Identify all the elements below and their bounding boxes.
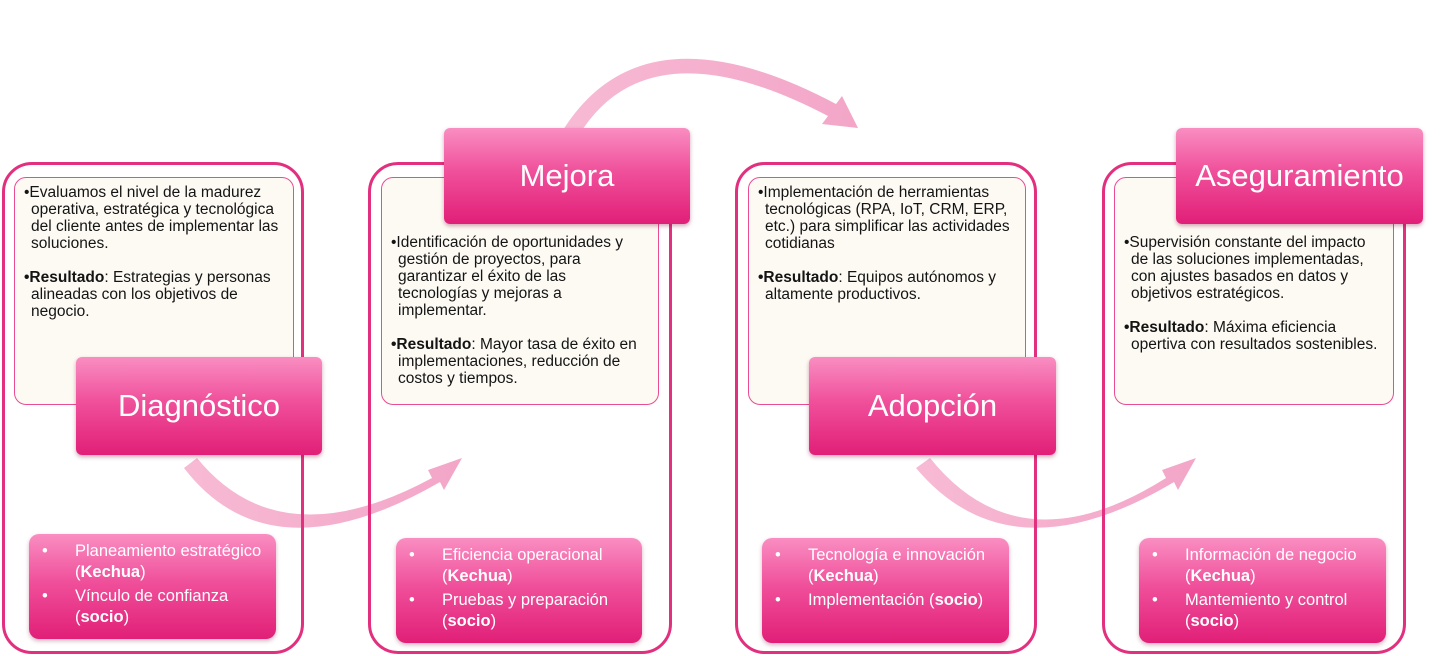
deliverable-text: Información de negocio ( — [1185, 546, 1357, 585]
result-text: : Estrategias y personas alineadas con l… — [31, 269, 271, 320]
stage-title: Diagnóstico — [76, 357, 322, 455]
deliverable-owner: socio — [447, 612, 491, 630]
deliverable-item: Planeamiento estratégico (Kechua) — [37, 541, 268, 583]
stage-title: Adopción — [809, 357, 1056, 455]
deliverable-item: Pruebas y preparación (socio) — [404, 590, 634, 632]
result-paragraph: •Resultado: Máxima eficiencia opertiva c… — [1123, 319, 1383, 353]
result-text: : Equipos autónomos y altamente producti… — [765, 269, 997, 303]
deliverable-text: Implementación ( — [808, 591, 935, 609]
deliverable-item: Información de negocio (Kechua) — [1147, 545, 1378, 587]
deliverable-close: ) — [1233, 612, 1240, 630]
deliverable-close: ) — [490, 612, 497, 630]
deliverable-owner: Kechua — [1190, 567, 1251, 585]
deliverable-text: Vínculo de confianza ( — [75, 587, 229, 626]
result-paragraph: •Resultado: Estrategias y personas aline… — [23, 269, 283, 320]
deliverable-close: ) — [1250, 567, 1256, 585]
stage-deliverables: Tecnología e innovación (Kechua) Impleme… — [762, 538, 1009, 643]
arrow-mejora-to-adopcion — [560, 58, 858, 140]
result-paragraph: •Resultado: Equipos autónomos y altament… — [757, 269, 1015, 303]
deliverable-close: ) — [140, 563, 146, 581]
stage-title: Mejora — [444, 128, 690, 224]
deliverable-text: Pruebas y preparación ( — [442, 591, 609, 630]
stage-title: Aseguramiento — [1176, 128, 1423, 224]
deliverable-item: Vínculo de confianza (socio) — [37, 586, 268, 628]
arrow-adopcion-to-aseguramiento — [916, 458, 1196, 528]
deliverable-item: Implementación (socio) — [770, 590, 1001, 611]
stage-deliverables: Planeamiento estratégico (Kechua) Víncul… — [29, 534, 276, 639]
deliverable-item: Eficiencia operacional (Kechua) — [404, 545, 634, 587]
result-label: •Resultado — [1124, 319, 1205, 336]
deliverable-item: Tecnología e innovación (Kechua) — [770, 545, 1001, 587]
deliverable-close: ) — [977, 591, 984, 609]
deliverable-close: ) — [123, 608, 130, 626]
arrow-diagnostico-to-mejora — [184, 458, 462, 528]
deliverable-owner: socio — [934, 591, 978, 609]
deliverable-text: Planeamiento estratégico ( — [75, 542, 262, 581]
deliverable-owner: Kechua — [80, 563, 141, 581]
deliverable-owner: Kechua — [447, 567, 508, 585]
result-label: •Resultado — [24, 269, 105, 286]
deliverable-owner: socio — [1190, 612, 1234, 630]
deliverable-text: Mantemiento y control ( — [1185, 591, 1348, 630]
result-paragraph: •Resultado: Mayor tasa de éxito en imple… — [390, 336, 648, 387]
description-paragraph: •Implementación de herramientas tecnológ… — [758, 184, 1010, 252]
description-paragraph: •Identificación de oportunidades y gesti… — [391, 234, 624, 319]
deliverable-text: Tecnología e innovación ( — [808, 546, 986, 585]
result-text: : Mayor tasa de éxito en implementacione… — [398, 336, 637, 387]
result-label: •Resultado — [758, 269, 839, 286]
deliverable-close: ) — [873, 567, 879, 585]
deliverable-item: Mantemiento y control (socio) — [1147, 590, 1378, 632]
description-paragraph: •Evaluamos el nivel de la madurez operat… — [24, 184, 279, 252]
stage-deliverables: Información de negocio (Kechua) Mantemie… — [1139, 538, 1386, 643]
deliverable-owner: socio — [80, 608, 124, 626]
result-label: •Resultado — [391, 336, 472, 353]
result-text: : Máxima eficiencia opertiva con resulta… — [1131, 319, 1378, 353]
deliverable-owner: Kechua — [813, 567, 874, 585]
stage-deliverables: Eficiencia operacional (Kechua) Pruebas … — [396, 538, 642, 643]
deliverable-text: Eficiencia operacional ( — [442, 546, 603, 585]
deliverable-close: ) — [507, 567, 513, 585]
description-paragraph: •Supervisión constante del impacto de la… — [1124, 234, 1366, 302]
